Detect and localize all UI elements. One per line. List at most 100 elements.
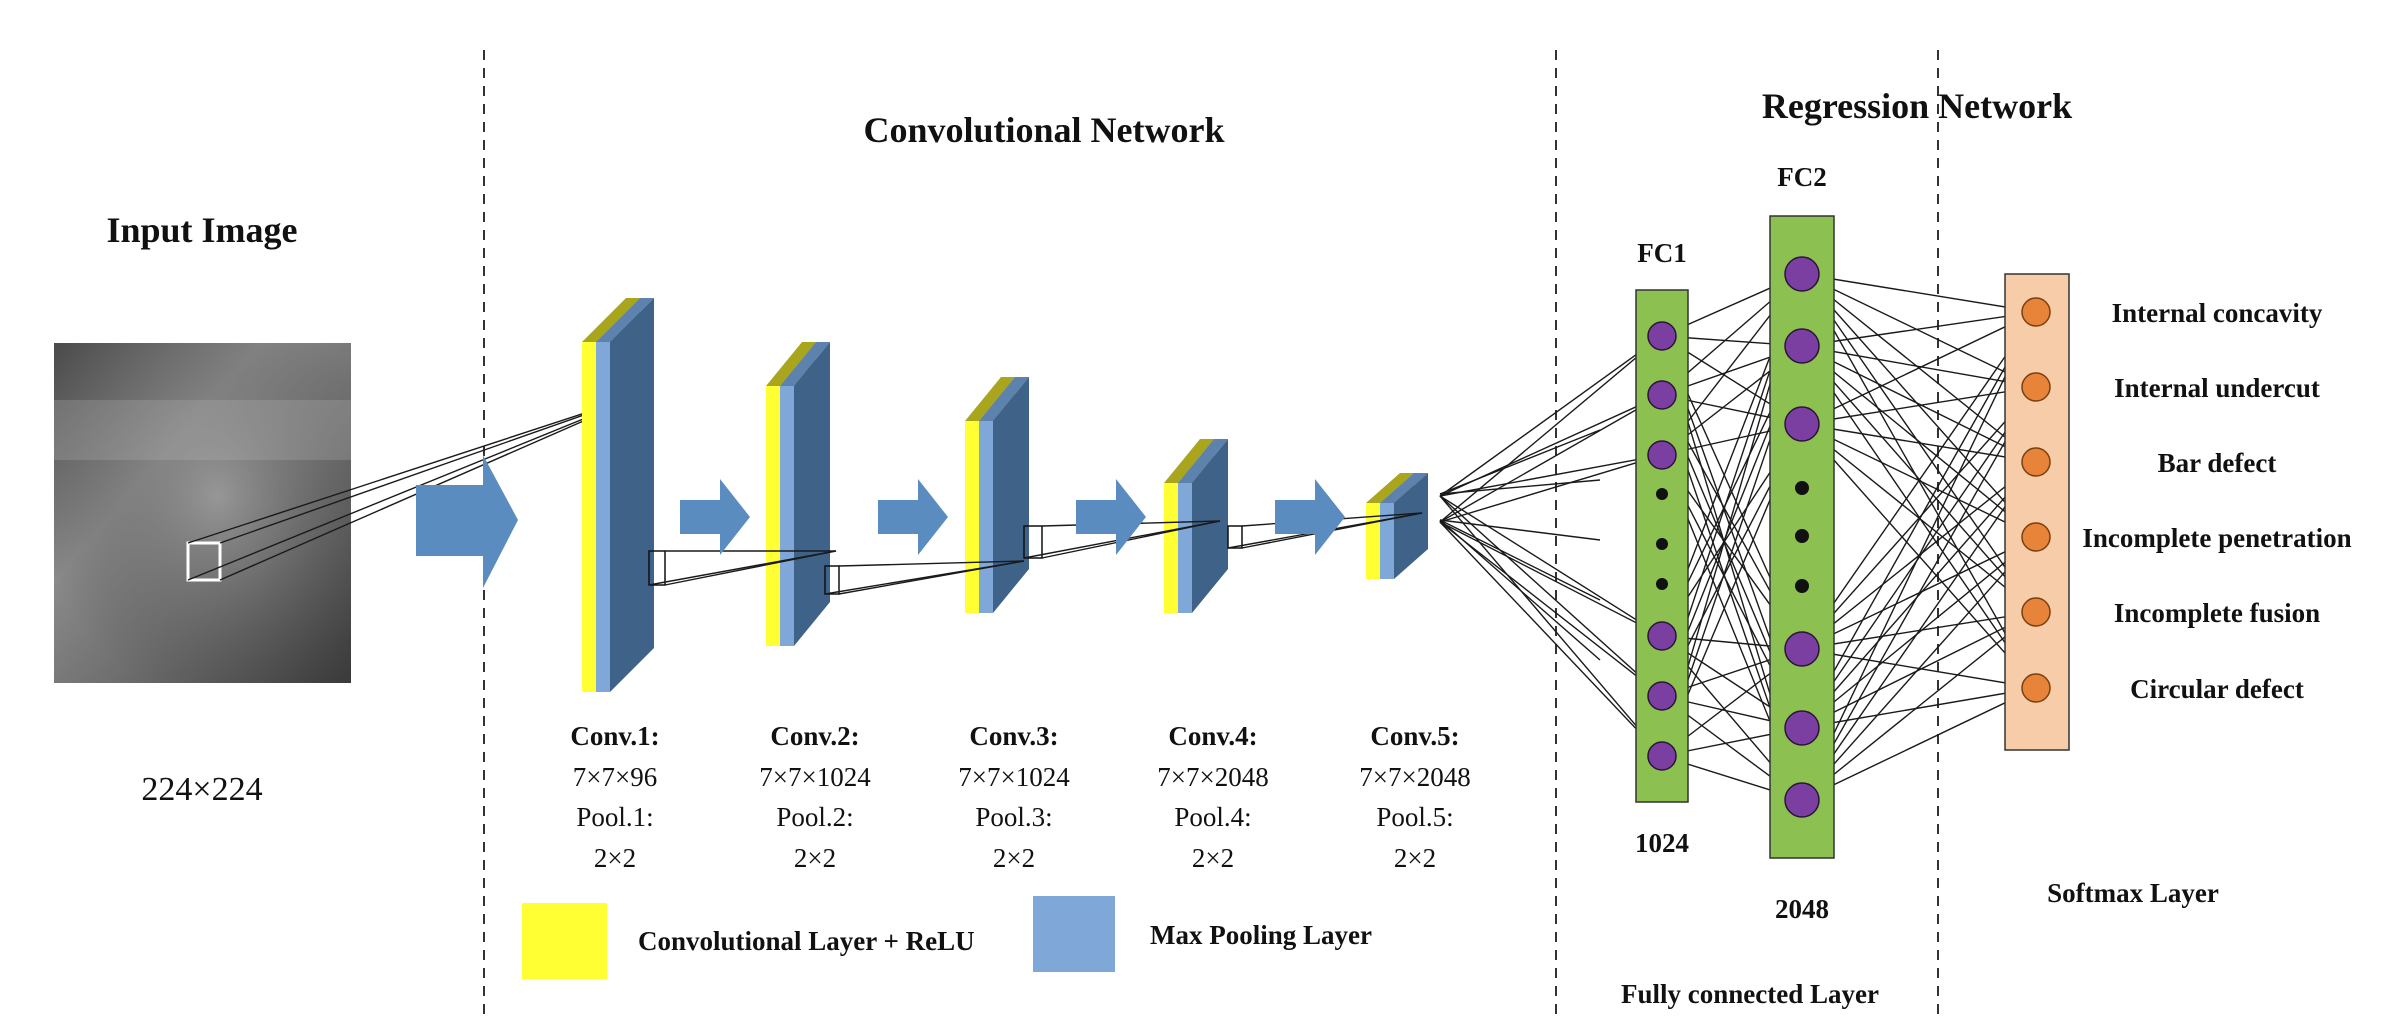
softmax-label: Softmax Layer bbox=[2047, 878, 2219, 908]
fc1-neuron bbox=[1647, 621, 1677, 651]
conv-pool-text: Pool.2: bbox=[776, 802, 853, 832]
flow-arrow-3 bbox=[1076, 479, 1146, 555]
conv-layer-top bbox=[1164, 439, 1214, 483]
softmax-neuron bbox=[2021, 673, 2051, 703]
fc1-neuron bbox=[1647, 741, 1677, 771]
fc2-neuron bbox=[1784, 710, 1820, 746]
fan-line bbox=[1439, 519, 1601, 601]
class-label: Circular defect bbox=[2130, 674, 2304, 704]
fc2-ellipsis-dot bbox=[1795, 529, 1809, 543]
pool-layer-side bbox=[610, 298, 654, 692]
kernel-projection-2 bbox=[824, 560, 1025, 595]
conv-layer-front bbox=[1366, 503, 1380, 579]
conv-kernel-text: 7×7×2048 bbox=[1157, 762, 1268, 792]
class-label: Incomplete penetration bbox=[2082, 523, 2351, 553]
pool-layer-front bbox=[979, 421, 993, 613]
input-image-title: Input Image bbox=[106, 210, 297, 250]
input-image bbox=[54, 343, 351, 683]
conv-name-text: Conv.1: bbox=[570, 721, 659, 751]
fc2-neuron bbox=[1784, 631, 1820, 667]
fc1-ellipsis-dot bbox=[1656, 578, 1668, 590]
conv-layer-front bbox=[965, 421, 979, 613]
flow-arrow-0 bbox=[416, 455, 518, 588]
pool-layer-front bbox=[780, 386, 794, 646]
flow-arrow-1 bbox=[680, 479, 750, 555]
conv-pool-text: Pool.4: bbox=[1174, 802, 1251, 832]
fc1-neuron bbox=[1647, 440, 1677, 470]
receptive-field-box bbox=[186, 541, 222, 582]
fan-line bbox=[1439, 519, 1601, 541]
fc1-ellipsis-dot bbox=[1656, 538, 1668, 550]
pool-layer-side bbox=[794, 342, 830, 646]
conv-layer-top bbox=[965, 377, 1015, 421]
fully-connected-label: Fully connected Layer bbox=[1621, 979, 1879, 1009]
conv-block-2 bbox=[766, 342, 830, 646]
fc1-neuron bbox=[1647, 321, 1677, 351]
fc1-size: 1024 bbox=[1635, 828, 1689, 858]
class-label: Bar defect bbox=[2158, 448, 2277, 478]
fc2-ellipsis-dot bbox=[1795, 481, 1809, 495]
pool-layer-side bbox=[993, 377, 1029, 613]
fc2-ellipsis-dot bbox=[1795, 579, 1809, 593]
conv-pool-text: Pool.5: bbox=[1376, 802, 1453, 832]
conv-layer-front bbox=[766, 386, 780, 646]
conv-kernel-text: 7×7×1024 bbox=[759, 762, 871, 792]
legend-conv-swatch bbox=[522, 903, 607, 979]
legend-pool-swatch bbox=[1033, 896, 1115, 972]
conv-layer-top bbox=[766, 342, 816, 386]
fc2-neuron bbox=[1784, 782, 1820, 818]
pool-layer-front bbox=[1380, 503, 1394, 579]
fc1-neuron bbox=[1647, 380, 1677, 410]
pool-layer-side bbox=[1192, 439, 1228, 613]
fc1-title: FC1 bbox=[1637, 238, 1687, 268]
conv-pool-size-text: 2×2 bbox=[1394, 843, 1436, 873]
conv-pool-text: Pool.3: bbox=[975, 802, 1052, 832]
class-label: Internal concavity bbox=[2112, 298, 2323, 328]
kernel-projection-1 bbox=[648, 550, 837, 586]
softmax-neuron bbox=[2021, 297, 2051, 327]
pool-layer-top bbox=[780, 342, 830, 386]
conv-layer-top bbox=[582, 298, 640, 342]
pool-layer-top bbox=[979, 377, 1029, 421]
conv-pool-size-text: 2×2 bbox=[993, 843, 1035, 873]
softmax-neuron bbox=[2021, 447, 2051, 477]
pool-layer-top bbox=[596, 298, 654, 342]
conv-name-text: Conv.3: bbox=[969, 721, 1058, 751]
fc2-neuron bbox=[1784, 406, 1820, 442]
conv-pool-size-text: 2×2 bbox=[794, 843, 836, 873]
conv-layer-front bbox=[1164, 483, 1178, 613]
pool-layer-top bbox=[1380, 473, 1428, 503]
conv-pool-size-text: 2×2 bbox=[594, 843, 636, 873]
conv-kernel-text: 7×7×2048 bbox=[1359, 762, 1470, 792]
conv-kernel-text: 7×7×1024 bbox=[958, 762, 1070, 792]
conv-layer-top bbox=[1366, 473, 1414, 503]
pool-layer-front bbox=[596, 342, 610, 692]
conv-block-5 bbox=[1366, 473, 1428, 579]
fc2-title: FC2 bbox=[1777, 162, 1827, 192]
conv-name-text: Conv.2: bbox=[770, 721, 859, 751]
softmax-neuron bbox=[2021, 522, 2051, 552]
pool-layer-side bbox=[1394, 473, 1428, 579]
fc2-neuron bbox=[1784, 328, 1820, 364]
pool-layer-top bbox=[1178, 439, 1228, 483]
conv-block-3 bbox=[965, 377, 1029, 613]
class-label: Incomplete fusion bbox=[2114, 598, 2320, 628]
fc1-neuron bbox=[1647, 681, 1677, 711]
conv-layer-front bbox=[582, 342, 596, 692]
softmax-neuron bbox=[2021, 597, 2051, 627]
conv-block-1 bbox=[582, 298, 654, 692]
fc1-ellipsis-dot bbox=[1656, 488, 1668, 500]
legend-conv-label: Convolutional Layer + ReLU bbox=[638, 926, 975, 956]
flow-arrow-2 bbox=[878, 479, 948, 555]
conv-name-text: Conv.5: bbox=[1370, 721, 1459, 751]
softmax-neuron bbox=[2021, 372, 2051, 402]
conv-kernel-text: 7×7×96 bbox=[573, 762, 657, 792]
pool-layer-front bbox=[1178, 483, 1192, 613]
softmax-layer bbox=[2004, 273, 2070, 751]
conv-name-text: Conv.4: bbox=[1168, 721, 1257, 751]
